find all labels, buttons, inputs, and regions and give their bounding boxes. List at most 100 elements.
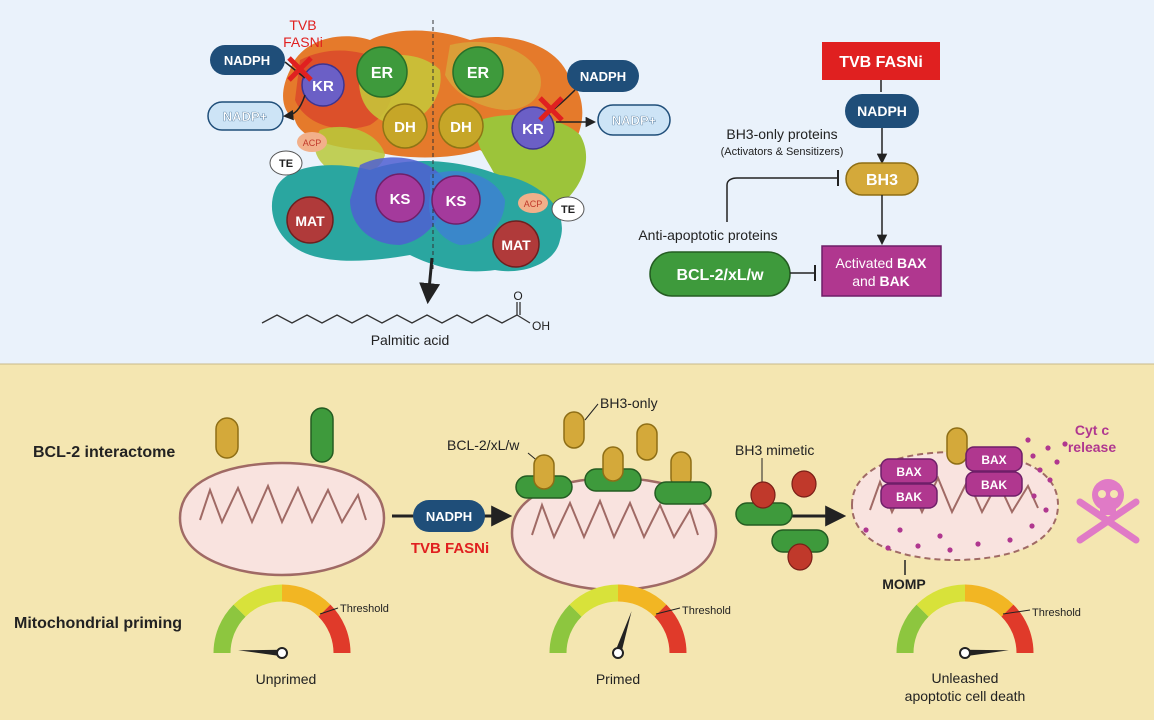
- mat-label-left: MAT: [295, 213, 325, 229]
- te-label-left: TE: [279, 158, 293, 170]
- er-domain-right: [452, 46, 504, 98]
- needle-unleashed: [964, 649, 1009, 657]
- bak-right: [965, 471, 1023, 497]
- nadph-label-right: NADPH: [580, 69, 626, 84]
- gauge-unprimed: Threshold Unprimed: [213, 584, 389, 687]
- stage-unprimed: [178, 407, 386, 577]
- bak-left: [880, 483, 938, 509]
- momp-label: MOMP: [882, 576, 926, 592]
- gauge-label-unleashed-line1: Unleashed: [932, 670, 999, 686]
- nadph-bottom-label: NADPH: [426, 509, 472, 524]
- bax-left-label: BAX: [896, 465, 921, 479]
- threshold-label-1: Threshold: [340, 603, 389, 615]
- free-bcl2-protein: [310, 407, 334, 463]
- pivot-unprimed: [276, 647, 288, 659]
- cytochrome-c-dots: [863, 437, 1068, 553]
- bax-right-label: BAX: [981, 453, 1006, 467]
- er-label-right: ER: [467, 65, 490, 82]
- bh3-only-bottom-label: BH3-only: [600, 395, 658, 411]
- cytc-label-line2: release: [1068, 439, 1116, 455]
- mitochondrion-unprimed: [178, 461, 386, 577]
- acp-domain-right: [518, 193, 548, 213]
- apoptosis-pathway: TVB FASNi NADPH BH3-only proteins (Activ…: [638, 42, 942, 297]
- bh3-bound-2: [602, 446, 624, 482]
- mat-domain-right: [492, 220, 540, 268]
- bh3-mimetic-molecule-2: [791, 470, 817, 498]
- bcl2-interactome-label: BCL-2 interactome: [33, 444, 175, 461]
- free-bh3-protein: [215, 417, 239, 459]
- nadph-pill-left: [210, 45, 285, 75]
- nadph-label-left: NADPH: [224, 53, 270, 68]
- er-label-left: ER: [371, 65, 394, 82]
- kr-domain-left: [301, 63, 345, 107]
- nadph-pill-right: [567, 60, 639, 92]
- needle-primed: [614, 611, 632, 654]
- tvb-fasni-box-label: TVB FASNi: [839, 54, 923, 71]
- ks-domain-right: [431, 175, 481, 225]
- bax-left: [880, 458, 938, 484]
- nadp-label-right: NADP+: [612, 113, 657, 128]
- bh3-only-label-line2: (Activators & Sensitizers): [721, 146, 844, 158]
- nadph-bottom-pill: [413, 500, 485, 532]
- needle-unprimed: [238, 649, 283, 657]
- nadp-label-left: NADP+: [223, 109, 268, 124]
- fasn-cofactors: TVB FASNi NADPH NADP+ NADPH NADP+: [207, 17, 671, 136]
- fasn-inhibitor-label-line1: TVB: [289, 17, 316, 33]
- carbonyl-oxygen: O: [513, 289, 522, 303]
- ks-label-right: KS: [446, 193, 467, 210]
- bh3-only-label-line1: BH3-only proteins: [726, 126, 837, 142]
- te-label-right: TE: [561, 204, 575, 216]
- activated-bax-line: Activated BAX: [835, 255, 927, 271]
- tvb-fasni-box: [822, 42, 940, 80]
- te-domain-right: [551, 196, 585, 222]
- dh-label-right: DH: [450, 119, 472, 136]
- pivot-primed: [612, 647, 624, 659]
- mat-domain-left: [286, 196, 334, 244]
- kr-label-left: KR: [312, 78, 334, 95]
- kr-label-right: KR: [522, 121, 544, 138]
- bax-right: [965, 446, 1023, 472]
- ks-domain-left: [375, 173, 425, 223]
- gauge-label-primed: Primed: [596, 671, 640, 687]
- gauge-primed: Threshold Primed: [549, 584, 731, 687]
- mitochondrial-priming-label: Mitochondrial priming: [14, 615, 182, 632]
- and-bak-line: and BAK: [852, 273, 910, 289]
- nadph-pathway-pill: [845, 94, 919, 128]
- nadp-pill-right: [597, 104, 671, 136]
- te-domain-left: [269, 150, 303, 176]
- fasn-domains: ER ER KR KR DH DH KS KS MAT MAT ACP ACP …: [269, 46, 585, 268]
- free-bh3-primed-2: [636, 423, 658, 461]
- inhibit-cross-left-icon: [287, 56, 313, 82]
- stage-primed: BH3-only BCL-2/xL/w: [447, 395, 718, 592]
- threshold-label-2: Threshold: [682, 605, 731, 617]
- bak-right-label: BAK: [981, 478, 1007, 492]
- acp-label-left: ACP: [303, 138, 322, 148]
- bh3-bound-1: [533, 454, 555, 490]
- bh3-mimetic-molecule-3: [787, 543, 813, 571]
- bcl2-bound-3: [654, 481, 712, 505]
- acp-domain-left: [297, 132, 327, 152]
- gauge-unleashed: Threshold Unleashed apoptotic cell death: [896, 584, 1081, 704]
- product-arrow: [419, 257, 441, 305]
- inhibit-cross-right-icon: [538, 96, 564, 122]
- palmitic-acid-label: Palmitic acid: [371, 332, 450, 348]
- nadph-pathway-label: NADPH: [857, 103, 907, 119]
- hydroxyl-label: OH: [532, 319, 550, 333]
- bcl2-bottom-label: BCL-2/xL/w: [447, 437, 520, 453]
- gauge-label-unleashed-line2: apoptotic cell death: [905, 688, 1026, 704]
- bh3-mimetic-label: BH3 mimetic: [735, 442, 814, 458]
- dh-domain-right: [438, 103, 484, 149]
- mitochondrion-primed: [510, 476, 718, 592]
- palmitic-acid-structure: O OH: [261, 289, 550, 333]
- free-bh3-primed-1: [563, 411, 585, 449]
- cytc-label-line1: Cyt c: [1075, 422, 1109, 438]
- ks-label-left: KS: [390, 191, 411, 208]
- bh3-mimetic-molecule-1: [750, 481, 776, 509]
- fasn-inhibitor-label-line2: FASNi: [283, 34, 323, 50]
- skull-crossbones-icon: [1076, 479, 1140, 544]
- er-domain-left: [356, 46, 408, 98]
- threshold-label-3: Threshold: [1032, 607, 1081, 619]
- mat-label-right: MAT: [501, 237, 531, 253]
